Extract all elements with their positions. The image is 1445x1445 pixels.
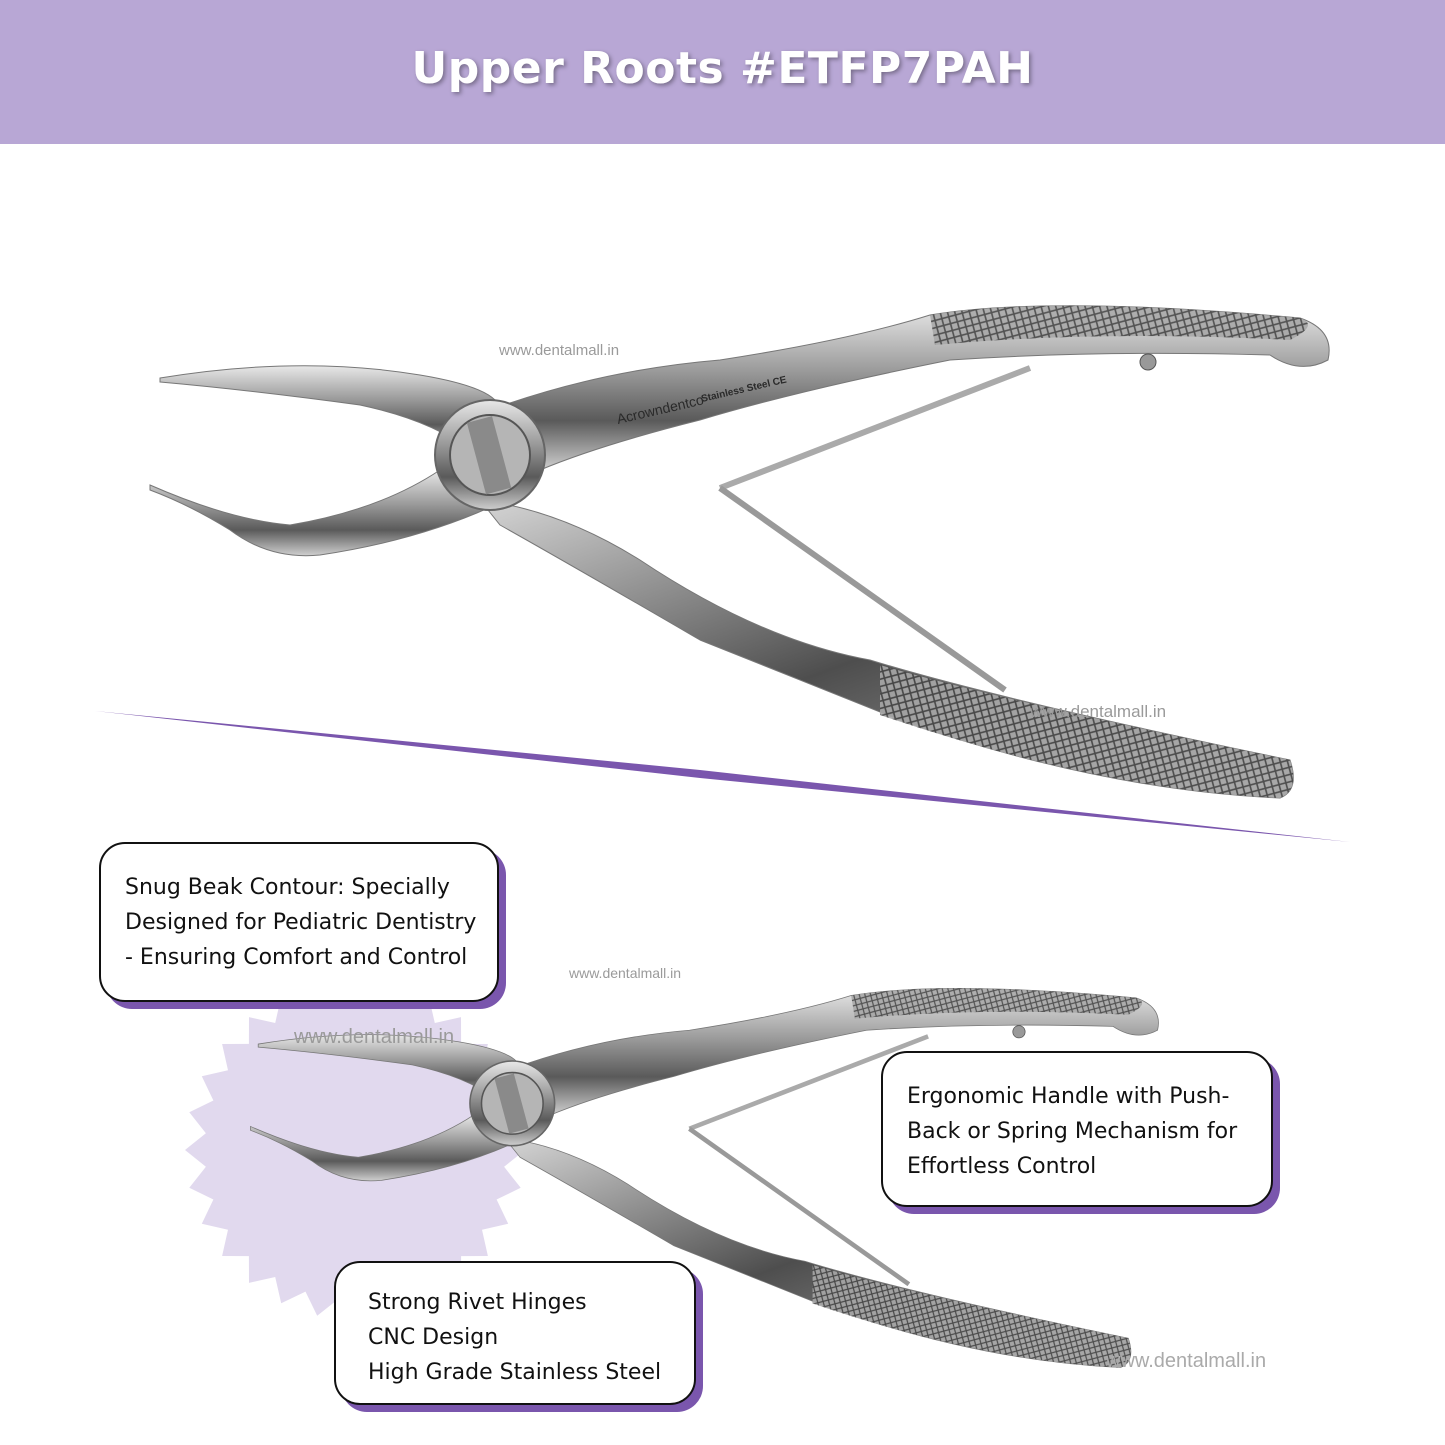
watermark: www.dentalmall.in <box>1106 1350 1267 1372</box>
callout-line: High Grade Stainless Steel <box>368 1360 662 1385</box>
forceps-large <box>150 306 1329 798</box>
callout-handle: Ergonomic Handle with Push- Back or Spri… <box>881 1051 1273 1207</box>
watermark: www.dentalmall.in <box>294 1026 455 1048</box>
watermark: www.dentalmall.in <box>569 965 682 981</box>
callout-line: Designed for Pediatric Dentistry <box>125 910 477 935</box>
callout-line: Strong Rivet Hinges <box>368 1290 587 1315</box>
page-title: Upper Roots #ETFP7PAH <box>411 42 1034 94</box>
callout-line: Ergonomic Handle with Push- <box>907 1084 1230 1109</box>
callout-line: Effortless Control <box>907 1154 1097 1179</box>
callout-beak: Snug Beak Contour: Specially Designed fo… <box>99 842 499 1002</box>
callout-line: - Ensuring Comfort and Control <box>125 945 468 970</box>
callout-line: Back or Spring Mechanism for <box>907 1119 1238 1144</box>
callout-line: Snug Beak Contour: Specially <box>125 875 450 900</box>
watermark: www.dentalmall.in <box>1030 702 1167 721</box>
callout-hinge: Strong Rivet Hinges CNC Design High Grad… <box>334 1261 696 1405</box>
callout-line: CNC Design <box>368 1325 499 1350</box>
watermark: www.dentalmall.in <box>499 342 620 359</box>
divider-line <box>95 711 1350 842</box>
header-banner: Upper Roots #ETFP7PAH <box>0 0 1445 144</box>
